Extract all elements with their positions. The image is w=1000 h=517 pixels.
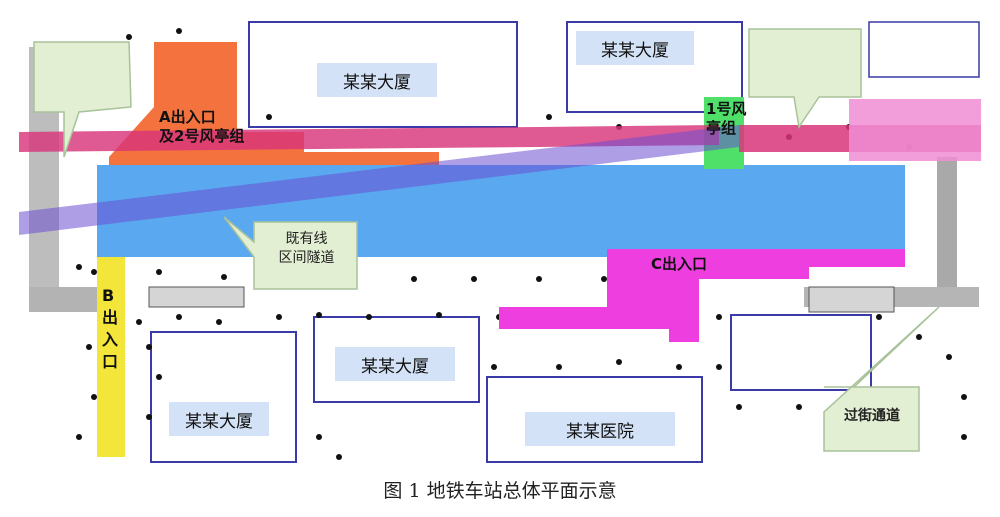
- map-drawing: [19, 21, 981, 463]
- tunnel-diagonal: [19, 125, 739, 235]
- underpass-callout-text: 过街通道: [844, 408, 900, 424]
- tunnel-callout-text: 既有线 区间隧道: [278, 231, 335, 266]
- right-pink-block: [849, 99, 981, 161]
- callout-top-right-bubble: [748, 28, 862, 129]
- entrance-c-label: C出入口: [651, 255, 708, 273]
- vent-1-label: 1号风 亭组: [706, 100, 747, 137]
- building-label-mid-bottom: 某某大厦: [335, 347, 455, 381]
- callout-tunnel-bubble: [223, 216, 358, 290]
- entrance-a-label: A出入口 及2号风亭组: [159, 108, 245, 145]
- entrance-b-label: B 出 入 口: [102, 286, 119, 371]
- building-outline-right: [730, 314, 872, 391]
- building-outline-top-right: [868, 21, 980, 78]
- building-outline-top-center: [248, 21, 518, 128]
- building-outline-mid: [313, 316, 480, 403]
- entrance-b-zone: [97, 257, 125, 457]
- figure-caption: 图 1 地铁车站总体平面示意: [383, 480, 617, 502]
- callout-underpass-bubble: [823, 306, 940, 452]
- stair-bottom-left: [148, 286, 245, 308]
- building-outline-top-center-2: [566, 21, 743, 113]
- building-label-top-right: 某某大厦: [576, 31, 694, 65]
- callout-top-left-bubble: [33, 41, 132, 158]
- building-label-hospital: 某某医院: [525, 412, 675, 446]
- building-label-bottom-left: 某某大厦: [169, 402, 269, 436]
- building-label-top-center: 某某大厦: [317, 63, 437, 97]
- building-outline-bottom-left: [150, 331, 297, 463]
- stair-right: [808, 286, 895, 313]
- building-outline-hospital: [486, 376, 703, 463]
- tunnel-band: [19, 125, 719, 152]
- station-plan-map: 某某大厦 某某大厦 某某大厦 某某大厦 某某医院 A出入口 及2号风亭组 1号风…: [19, 17, 981, 465]
- entrance-c-zone: [499, 249, 905, 342]
- right-road: [937, 157, 957, 307]
- station-body: [97, 165, 905, 257]
